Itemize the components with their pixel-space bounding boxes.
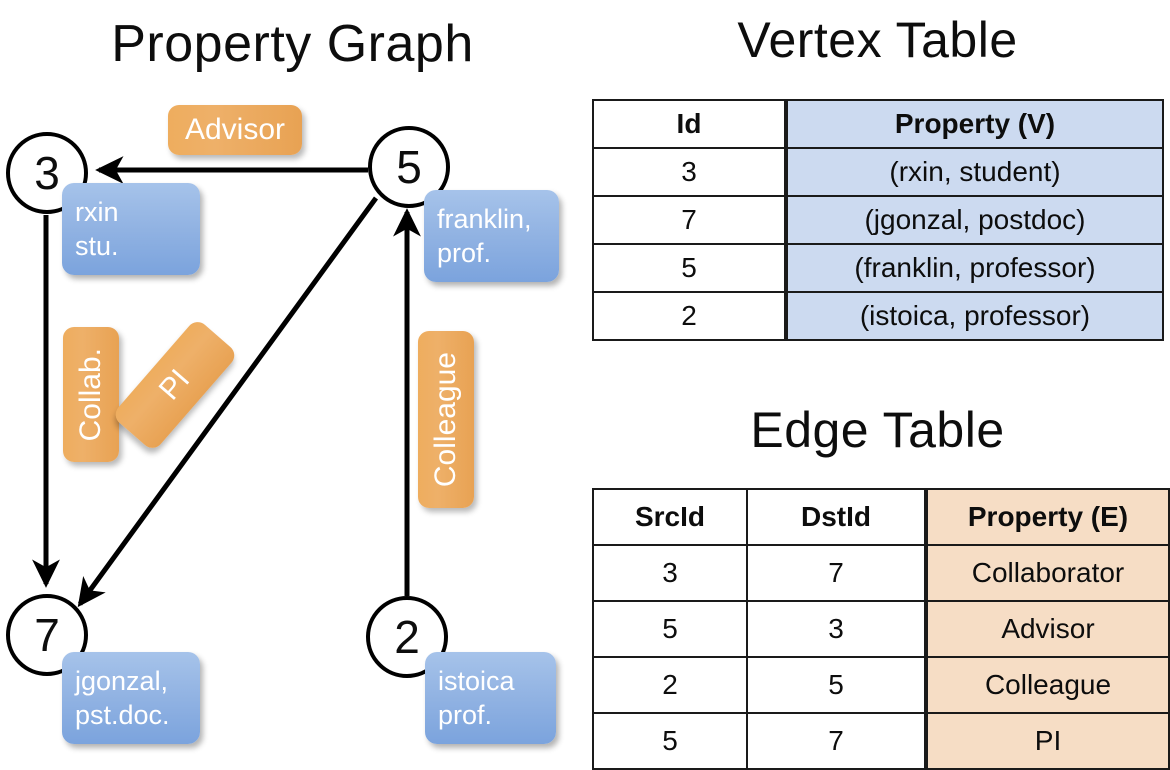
edge-table-header-srcid: SrcId	[592, 488, 748, 546]
edge-table-cell-dstid: 7	[746, 544, 927, 602]
edge-table-cell-dstid: 7	[746, 712, 927, 770]
edge-table-cell-dstid: 5	[746, 656, 927, 714]
edge-table: SrcId DstId Property (E) 3 7 Collaborato…	[592, 488, 1170, 770]
node-property-callout-istoica: istoica prof.	[425, 652, 556, 744]
edge-label-advisor: Advisor	[168, 105, 302, 155]
table-row: 7 (jgonzal, postdoc)	[592, 195, 1164, 245]
vertex-table-cell-property: (franklin, professor)	[784, 243, 1164, 293]
edge-table-cell-srcid: 2	[592, 656, 748, 714]
edge-label-colleague-text: Colleague	[429, 351, 462, 488]
edge-label-colleague: Colleague	[418, 331, 474, 508]
edge-label-collab: Collab.	[63, 327, 119, 462]
edge-table-cell-property: Collaborator	[924, 544, 1170, 602]
edge-label-collab-text: Collab.	[74, 347, 107, 442]
table-row: 2 (istoica, professor)	[592, 291, 1164, 341]
edge-table-cell-property: Advisor	[924, 600, 1170, 658]
page-title-property-graph: Property Graph	[111, 15, 474, 73]
table-header-row: SrcId DstId Property (E)	[592, 488, 1170, 546]
vertex-table: Id Property (V) 3 (rxin, student) 7 (jgo…	[592, 99, 1164, 341]
table-row: 5 7 PI	[592, 712, 1170, 770]
vertex-table-cell-id: 7	[592, 195, 787, 245]
edge-label-pi-text: PI	[152, 363, 197, 407]
edge-label-advisor-text: Advisor	[184, 113, 286, 146]
edge-table-cell-srcid: 3	[592, 544, 748, 602]
vertex-table-cell-id: 2	[592, 291, 787, 341]
graph-node-5[interactable]: 5	[368, 126, 450, 208]
vertex-table-cell-id: 3	[592, 147, 787, 197]
table-row: 5 3 Advisor	[592, 600, 1170, 658]
graph-node-2[interactable]: 2	[366, 596, 448, 678]
edge-table-cell-srcid: 5	[592, 712, 748, 770]
vertex-table-header-id: Id	[592, 99, 787, 149]
vertex-table-cell-id: 5	[592, 243, 787, 293]
vertex-table-header-property: Property (V)	[784, 99, 1164, 149]
property-graph-diagram: 3 5 7 2 rxin stu. franklin, prof. jgonza…	[0, 0, 585, 760]
edge-table-cell-dstid: 3	[746, 600, 927, 658]
node-property-callout-rxin: rxin stu.	[62, 183, 200, 275]
vertex-table-cell-property: (istoica, professor)	[784, 291, 1164, 341]
edge-table-cell-property: PI	[924, 712, 1170, 770]
edge-table-cell-srcid: 5	[592, 600, 748, 658]
table-row: 2 5 Colleague	[592, 656, 1170, 714]
edge-label-pi: PI	[111, 317, 239, 453]
edge-table-header-property: Property (E)	[924, 488, 1170, 546]
vertex-table-cell-property: (rxin, student)	[784, 147, 1164, 197]
vertex-table-cell-property: (jgonzal, postdoc)	[784, 195, 1164, 245]
table-row: 3 7 Collaborator	[592, 544, 1170, 602]
page-title-edge-table: Edge Table	[750, 402, 1005, 458]
edge-table-header-dstid: DstId	[746, 488, 927, 546]
node-property-callout-franklin: franklin, prof.	[424, 190, 559, 282]
table-row: 3 (rxin, student)	[592, 147, 1164, 197]
edge-table-cell-property: Colleague	[924, 656, 1170, 714]
node-property-callout-jgonzal: jgonzal, pst.doc.	[62, 652, 200, 744]
table-row: 5 (franklin, professor)	[592, 243, 1164, 293]
table-header-row: Id Property (V)	[592, 99, 1164, 149]
page-title-vertex-table: Vertex Table	[737, 12, 1018, 68]
